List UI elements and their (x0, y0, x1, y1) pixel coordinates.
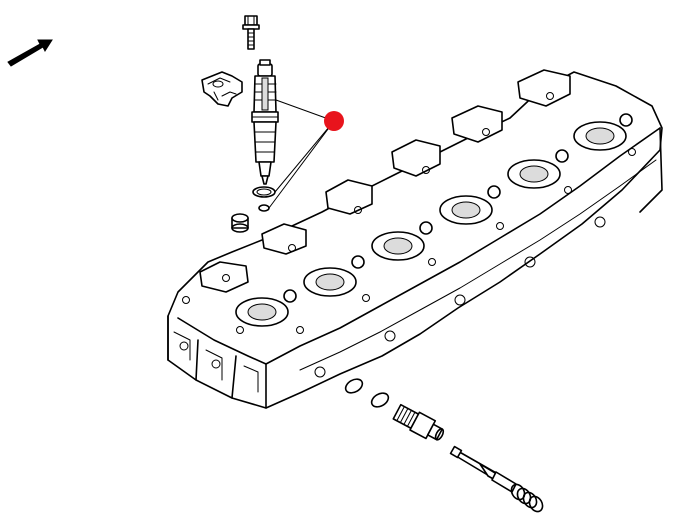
head-bolt-holes (182, 92, 636, 334)
connector-o-ring-large (344, 378, 364, 394)
injector-sleeve-cap (231, 213, 249, 233)
valve-clusters (235, 121, 627, 327)
cylinder-head (167, 69, 663, 409)
injector-o-ring (258, 204, 270, 212)
injector-bolt (242, 15, 260, 50)
cam-towers (199, 69, 571, 293)
injector-sealing-washer (252, 186, 276, 198)
callout-leader-lines (268, 99, 335, 209)
fuel-connector-shaft (449, 445, 517, 493)
fuel-connector-tube (392, 403, 445, 441)
injector-bores (283, 113, 633, 303)
head-side-details (173, 159, 657, 393)
callout-marker-dot[interactable] (324, 111, 344, 131)
fuel-injector (251, 59, 279, 185)
injector-clamp (201, 71, 243, 107)
direction-arrow (7, 39, 53, 67)
connector-o-ring-small (370, 392, 390, 408)
connector-spring (510, 483, 544, 513)
